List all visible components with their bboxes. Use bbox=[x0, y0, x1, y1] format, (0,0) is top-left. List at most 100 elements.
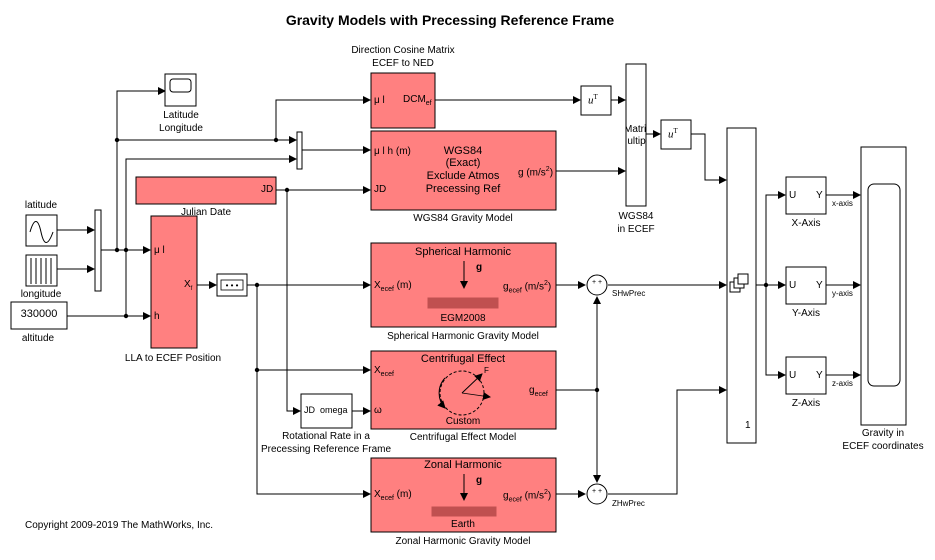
dcm-out-port: DCMef bbox=[403, 94, 432, 107]
centrifugal-title: Centrifugal Effect bbox=[420, 353, 506, 365]
matmult-label-2: Multiply bbox=[626, 136, 646, 147]
centrifugal-out: gecef bbox=[529, 385, 548, 398]
sum-zh-block[interactable] bbox=[586, 483, 608, 505]
latitude-block[interactable] bbox=[25, 214, 58, 247]
mux-block-2[interactable] bbox=[296, 131, 303, 170]
rotrate-in: JD bbox=[304, 405, 315, 415]
longitude-caption: longitude bbox=[20, 289, 62, 300]
concat-port: 1 bbox=[745, 420, 751, 431]
lla-caption: LLA to ECEF Position bbox=[124, 353, 222, 364]
wgs84-in-2: JD bbox=[374, 184, 387, 195]
xaxis-out: Y bbox=[816, 190, 823, 201]
scope-latlon-caption-1: Latitude bbox=[163, 110, 199, 121]
wgs84-block[interactable] bbox=[370, 130, 557, 211]
svg-text:• • •: • • • bbox=[226, 281, 239, 290]
transpose-block-2[interactable] bbox=[660, 119, 692, 150]
sum-zh-signs: + + bbox=[591, 488, 603, 495]
zaxis-signal: z-axis bbox=[832, 379, 853, 388]
diagram-title: Gravity Models with Precessing Reference… bbox=[285, 12, 615, 28]
matrix-multiply-block[interactable] bbox=[625, 63, 647, 207]
yaxis-selector-block[interactable] bbox=[785, 266, 827, 305]
zaxis-selector-block[interactable] bbox=[785, 356, 827, 395]
dcm-caption-2: ECEF to NED bbox=[372, 58, 434, 69]
rotational-rate-block[interactable] bbox=[300, 393, 353, 429]
wgs84-line-1: WGS84 bbox=[443, 145, 483, 157]
zonal-caption: Zonal Harmonic Gravity Model bbox=[395, 536, 531, 547]
yaxis-in: U bbox=[789, 280, 797, 291]
zaxis-caption: Z-Axis bbox=[791, 398, 821, 409]
transpose-1-label: uT bbox=[588, 93, 598, 107]
altitude-value: 330000 bbox=[20, 308, 58, 320]
centrifugal-in-1: Xecef bbox=[374, 365, 394, 378]
sine-wave-icon bbox=[29, 221, 54, 243]
julian-date-label: JD bbox=[261, 184, 274, 195]
rotrate-caption-2: Precessing Reference Frame bbox=[260, 444, 392, 455]
zonal-harmonic-block[interactable] bbox=[370, 457, 557, 533]
lla-in-1: μ l bbox=[154, 245, 165, 256]
reshape-block[interactable]: • • • bbox=[216, 273, 248, 297]
wgs84-line-2: (Exact) bbox=[445, 157, 481, 169]
sum-sh-signs: + + bbox=[591, 279, 603, 286]
centrifugal-block[interactable] bbox=[370, 350, 557, 430]
signal-lines bbox=[57, 87, 861, 498]
wgs84-line-4: Precessing Ref bbox=[425, 183, 501, 195]
spherical-in: Xecef (m) bbox=[374, 280, 412, 293]
spherical-model: EGM2008 bbox=[440, 313, 486, 324]
mux-block-1[interactable] bbox=[94, 209, 102, 292]
spherical-harmonic-block[interactable] bbox=[370, 242, 557, 328]
zonal-model: Earth bbox=[451, 519, 475, 530]
centrifugal-in-2: ω bbox=[374, 405, 382, 416]
scope-latlon-caption-2: Longitude bbox=[159, 123, 203, 134]
zonal-in: Xecef (m) bbox=[374, 489, 412, 502]
lla-out: Xf bbox=[184, 279, 193, 292]
julian-date-caption: Julian Date bbox=[180, 207, 232, 218]
xaxis-in: U bbox=[789, 190, 797, 201]
centrifugal-model: Custom bbox=[445, 416, 481, 427]
spherical-out: gecef (m/s2) bbox=[503, 280, 552, 295]
yaxis-out: Y bbox=[816, 280, 823, 291]
matmult-caption-2: in ECEF bbox=[617, 224, 655, 235]
gravity-scope-block[interactable] bbox=[860, 146, 907, 426]
altitude-caption: altitude bbox=[21, 333, 55, 344]
dcm-block[interactable] bbox=[370, 72, 436, 129]
matmult-caption-1: WGS84 bbox=[618, 211, 654, 222]
xaxis-caption: X-Axis bbox=[791, 218, 821, 229]
spherical-glyph: g bbox=[476, 262, 483, 273]
gravity-scope-caption-1: Gravity in bbox=[861, 428, 905, 439]
cube-icon bbox=[729, 273, 749, 293]
xaxis-selector-block[interactable] bbox=[785, 176, 827, 215]
lla-to-ecef-block[interactable] bbox=[150, 215, 198, 349]
zonal-title: Zonal Harmonic bbox=[424, 459, 502, 471]
lla-in-2: h bbox=[154, 311, 160, 322]
transpose-block-1[interactable] bbox=[580, 85, 612, 116]
julian-date-block[interactable] bbox=[135, 176, 277, 205]
concatenate-block[interactable] bbox=[726, 127, 757, 444]
rotrate-caption-1: Rotational Rate in a bbox=[282, 431, 370, 442]
transpose-2-label: uT bbox=[668, 127, 678, 141]
dcm-in-port: μ l bbox=[374, 95, 385, 106]
centrifugal-glyph: F bbox=[484, 366, 489, 375]
xaxis-signal: x-axis bbox=[832, 199, 853, 208]
wgs84-out-port: g (m/s2) bbox=[518, 166, 554, 179]
dcm-caption-1: Direction Cosine Matrix bbox=[351, 45, 455, 56]
spherical-caption: Spherical Harmonic Gravity Model bbox=[387, 331, 539, 342]
zaxis-in: U bbox=[789, 370, 797, 381]
zonal-out: gecef (m/s2) bbox=[503, 489, 552, 504]
branch-points bbox=[114, 137, 769, 393]
rotrate-out: omega bbox=[320, 405, 348, 415]
zaxis-out: Y bbox=[816, 370, 823, 381]
spherical-title: Spherical Harmonic bbox=[415, 246, 511, 258]
gravity-scope-caption-2: ECEF coordinates bbox=[842, 441, 924, 452]
sum-zh-signal: ZHwPrec bbox=[612, 499, 645, 508]
copyright: Copyright 2009-2019 The MathWorks, Inc. bbox=[25, 520, 214, 531]
zonal-glyph: g bbox=[476, 475, 483, 486]
wgs84-line-3: Exclude Atmos bbox=[426, 170, 500, 182]
earth-surface-icon bbox=[431, 506, 497, 517]
sum-sh-block[interactable] bbox=[586, 274, 608, 296]
sum-sh-signal: SHwPrec bbox=[612, 289, 646, 298]
longitude-block[interactable] bbox=[25, 254, 58, 287]
altitude-block[interactable] bbox=[10, 301, 68, 330]
wgs84-caption: WGS84 Gravity Model bbox=[413, 213, 513, 224]
scope-latlon-block[interactable] bbox=[164, 73, 197, 107]
